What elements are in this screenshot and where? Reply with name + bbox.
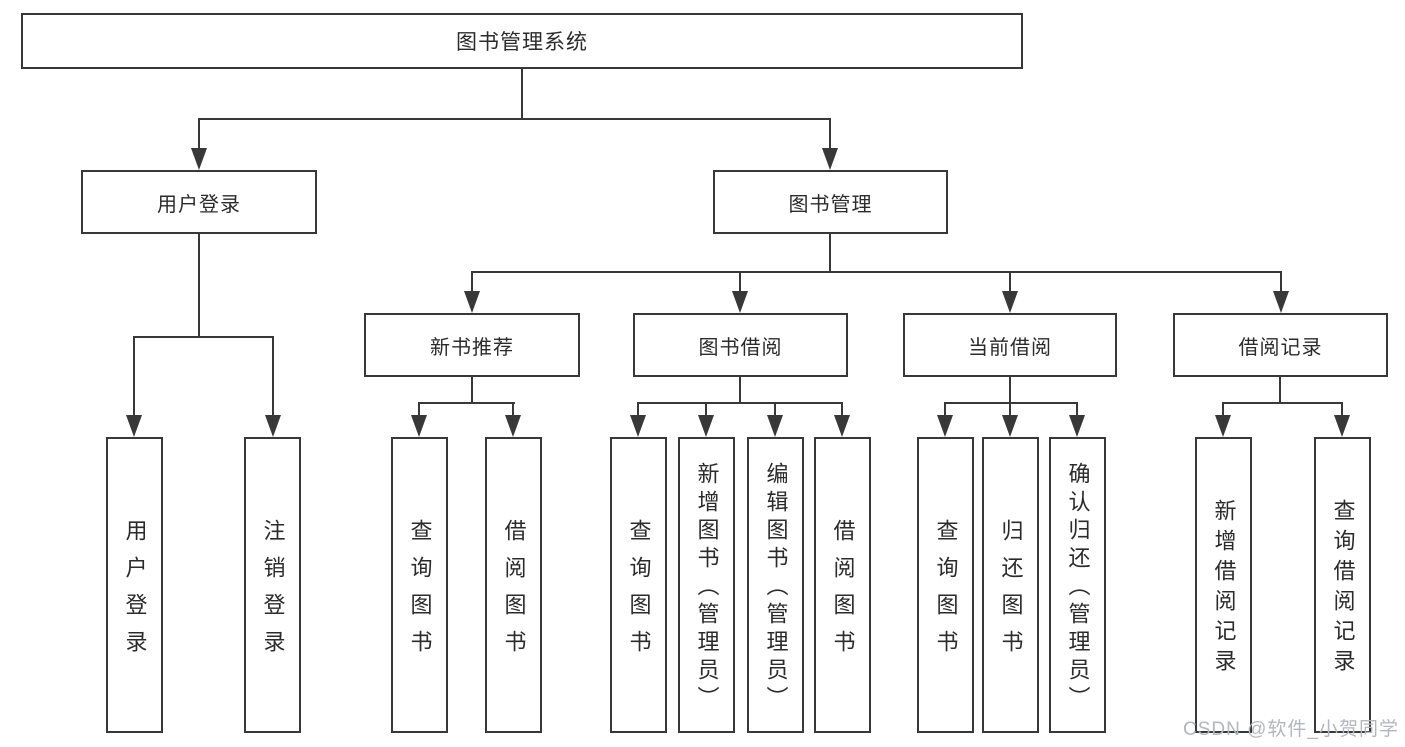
arrowhead xyxy=(464,291,480,313)
node-book-borrowing: 图书借阅 xyxy=(633,313,848,377)
connector xyxy=(1279,377,1281,404)
connector xyxy=(705,402,707,419)
arrowhead xyxy=(1273,291,1289,313)
arrowhead xyxy=(1334,415,1350,437)
node-label: 查询图书 xyxy=(933,518,959,667)
node-label: 用户登录 xyxy=(122,518,148,667)
connector xyxy=(739,377,741,404)
leaf-query-borrow-record: 查询借阅记录 xyxy=(1314,437,1371,733)
connector xyxy=(521,69,523,120)
connector xyxy=(1222,402,1224,419)
watermark: CSDN @软件_小贺同学 xyxy=(1183,719,1399,740)
connector xyxy=(774,402,776,419)
connector xyxy=(1009,377,1011,404)
connector xyxy=(512,402,514,419)
node-current-borrowing: 当前借阅 xyxy=(903,313,1117,377)
node-label: 编辑图书（管理员） xyxy=(763,462,789,714)
node-library-system: 图书管理系统 xyxy=(21,13,1023,69)
node-new-book-recommend: 新书推荐 xyxy=(364,313,580,377)
node-label: 借阅图书 xyxy=(830,518,856,667)
arrowhead xyxy=(1002,415,1018,437)
leaf-return-book: 归还图书 xyxy=(982,437,1039,733)
connector xyxy=(1009,271,1011,295)
connector xyxy=(133,336,274,338)
arrowhead xyxy=(767,415,783,437)
connector xyxy=(829,234,831,273)
arrowhead xyxy=(265,415,281,437)
connector xyxy=(198,118,200,152)
arrowhead xyxy=(505,415,521,437)
leaf-logout: 注销登录 xyxy=(244,437,301,733)
connector xyxy=(944,402,1078,404)
connector xyxy=(1222,402,1343,404)
node-label: 确认归还（管理员） xyxy=(1065,462,1091,714)
leaf-query-books-1: 查询图书 xyxy=(391,437,448,733)
arrowhead xyxy=(1069,415,1085,437)
arrowhead xyxy=(191,148,207,170)
node-label: 查询借阅记录 xyxy=(1330,499,1356,679)
arrowhead xyxy=(1002,291,1018,313)
leaf-edit-book-admin: 编辑图书（管理员） xyxy=(747,437,804,733)
connector xyxy=(198,234,200,338)
connector xyxy=(198,118,831,120)
leaf-borrow-books-1: 借阅图书 xyxy=(485,437,542,733)
node-borrowing-records: 借阅记录 xyxy=(1173,313,1388,377)
connector xyxy=(944,402,946,419)
connector xyxy=(841,402,843,419)
arrowhead xyxy=(630,415,646,437)
arrowhead xyxy=(126,415,142,437)
connector xyxy=(739,271,741,295)
connector xyxy=(1341,402,1343,419)
connector xyxy=(637,402,639,419)
node-label: 新增图书（管理员） xyxy=(694,462,720,714)
connector xyxy=(471,271,1282,273)
connector xyxy=(418,402,515,404)
connector xyxy=(1009,402,1011,419)
node-label: 归还图书 xyxy=(998,518,1024,667)
arrowhead xyxy=(698,415,714,437)
leaf-user-login: 用户登录 xyxy=(106,437,163,733)
node-label: 注销登录 xyxy=(260,518,286,667)
leaf-add-borrow-record: 新增借阅记录 xyxy=(1195,437,1252,733)
leaf-confirm-return-admin: 确认归还（管理员） xyxy=(1049,437,1106,733)
node-label: 查询图书 xyxy=(626,518,652,667)
connector xyxy=(418,402,420,419)
arrowhead xyxy=(1215,415,1231,437)
connector xyxy=(471,271,473,295)
connector xyxy=(471,377,473,404)
node-user-login: 用户登录 xyxy=(81,170,317,234)
leaf-add-book-admin: 新增图书（管理员） xyxy=(678,437,735,733)
node-book-management: 图书管理 xyxy=(713,170,948,234)
connector xyxy=(829,118,831,152)
arrowhead xyxy=(822,148,838,170)
leaf-borrow-books-2: 借阅图书 xyxy=(814,437,871,733)
arrowhead xyxy=(834,415,850,437)
connector xyxy=(1280,271,1282,295)
connector xyxy=(637,402,843,404)
node-label: 借阅图书 xyxy=(501,518,527,667)
connector xyxy=(272,336,274,419)
connector xyxy=(1076,402,1078,419)
node-label: 新增借阅记录 xyxy=(1211,499,1237,679)
leaf-query-books-2: 查询图书 xyxy=(610,437,667,733)
arrowhead xyxy=(937,415,953,437)
node-label: 查询图书 xyxy=(407,518,433,667)
arrowhead xyxy=(732,291,748,313)
arrowhead xyxy=(411,415,427,437)
connector xyxy=(133,336,135,419)
leaf-query-books-3: 查询图书 xyxy=(917,437,974,733)
